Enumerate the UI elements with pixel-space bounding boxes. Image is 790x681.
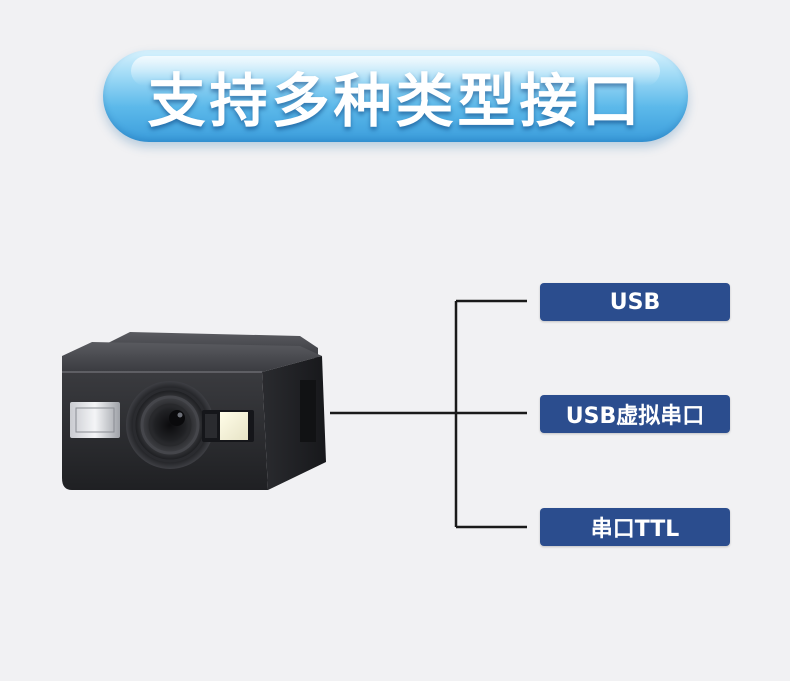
side-connector-slot xyxy=(300,380,316,442)
title-banner: 支持多种类型接口 xyxy=(103,50,688,142)
interface-usb: USB xyxy=(540,283,730,321)
interface-serial-ttl: 串口TTL xyxy=(540,508,730,546)
camera-lens xyxy=(126,381,214,469)
illumination-led xyxy=(220,412,248,440)
housing-right-side xyxy=(262,356,326,490)
housing-top-surface xyxy=(62,342,322,372)
interface-usb-virtual-serial: USB虚拟串口 xyxy=(540,395,730,433)
page-title: 支持多种类型接口 xyxy=(147,67,644,135)
aimer-window xyxy=(70,402,120,438)
